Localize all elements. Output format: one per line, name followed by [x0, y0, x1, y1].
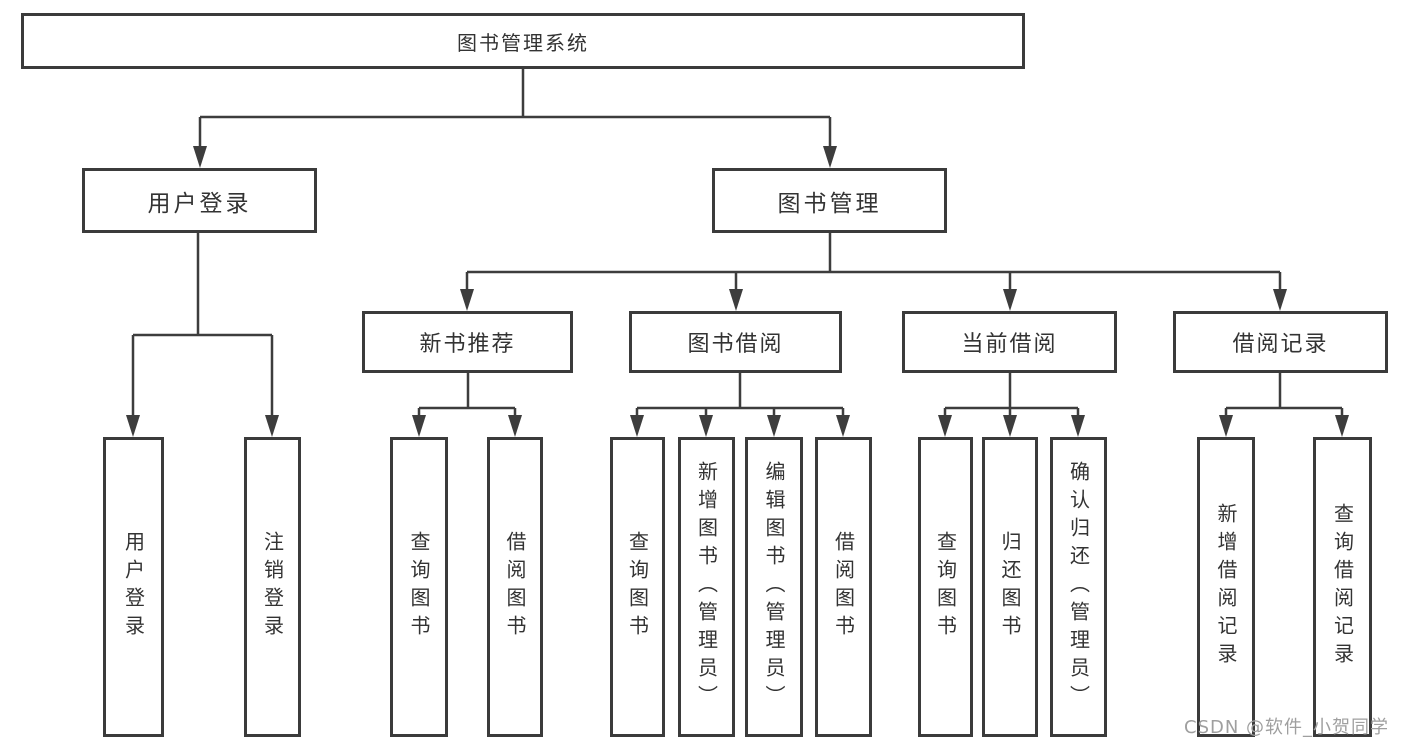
arrowhead — [938, 415, 952, 437]
arrowhead — [1003, 289, 1017, 311]
leaf-bb-query-book: 查询图书 — [610, 437, 665, 737]
arrowhead — [823, 146, 837, 168]
leaf-bb-query-book-label: 查询图书 — [625, 531, 650, 643]
arrowhead — [460, 289, 474, 311]
arrowhead — [1273, 289, 1287, 311]
arrowhead — [126, 415, 140, 437]
leaf-bb-add-book-admin: 新增图书（管理员） — [678, 437, 735, 737]
leaf-user-login: 用户登录 — [103, 437, 164, 737]
leaf-cb-confirm-return-admin-label: 确认归还（管理员） — [1066, 461, 1091, 713]
arrowhead — [630, 415, 644, 437]
leaf-bb-edit-book-admin-label: 编辑图书（管理员） — [762, 461, 786, 713]
leaf-cb-query-book: 查询图书 — [918, 437, 973, 737]
arrowhead — [265, 415, 279, 437]
leaf-nb-borrow-book-label: 借阅图书 — [503, 531, 527, 643]
arrowhead — [729, 289, 743, 311]
node-root-label: 图书管理系统 — [457, 30, 589, 55]
connector-new-book-to-leaves — [417, 373, 517, 416]
connector-current-borrow-to-leaves — [943, 373, 1080, 416]
leaf-nb-query-book: 查询图书 — [390, 437, 448, 737]
node-current-borrow: 当前借阅 — [902, 311, 1117, 373]
arrowhead — [767, 415, 781, 437]
leaf-logout-label: 注销登录 — [260, 531, 285, 643]
leaf-bb-borrow-book: 借阅图书 — [815, 437, 872, 737]
leaf-br-query-record-label: 查询借阅记录 — [1330, 503, 1355, 671]
node-root: 图书管理系统 — [21, 13, 1025, 69]
arrowhead — [193, 146, 207, 168]
node-user-login: 用户登录 — [82, 168, 317, 233]
leaf-user-login-label: 用户登录 — [121, 531, 146, 643]
node-new-book-recommend: 新书推荐 — [362, 311, 573, 373]
arrowhead — [699, 415, 713, 437]
connector-book-management-to-level3 — [465, 233, 1282, 290]
node-book-borrow-label: 图书借阅 — [687, 332, 784, 357]
arrowhead — [1219, 415, 1233, 437]
connector-user-login-to-leaves — [131, 233, 274, 416]
node-book-management-label: 图书管理 — [777, 190, 882, 217]
arrowhead — [412, 415, 426, 437]
arrowhead — [1071, 415, 1085, 437]
leaf-nb-query-book-label: 查询图书 — [407, 531, 431, 643]
leaf-br-add-record-label: 新增借阅记录 — [1214, 503, 1238, 671]
connector-root-to-level2 — [198, 69, 832, 147]
leaf-bb-add-book-admin-label: 新增图书（管理员） — [694, 461, 719, 713]
leaf-br-query-record: 查询借阅记录 — [1313, 437, 1372, 737]
node-borrow-records: 借阅记录 — [1173, 311, 1388, 373]
node-book-management: 图书管理 — [712, 168, 947, 233]
leaf-br-add-record: 新增借阅记录 — [1197, 437, 1255, 737]
connector-book-borrow-to-leaves — [635, 373, 845, 416]
node-book-borrow: 图书借阅 — [629, 311, 842, 373]
node-current-borrow-label: 当前借阅 — [961, 332, 1058, 357]
arrowhead — [1335, 415, 1349, 437]
arrowhead — [1003, 415, 1017, 437]
node-borrow-records-label: 借阅记录 — [1232, 332, 1329, 357]
node-new-book-recommend-label: 新书推荐 — [419, 332, 516, 357]
node-user-login-label: 用户登录 — [147, 190, 252, 217]
leaf-nb-borrow-book: 借阅图书 — [487, 437, 543, 737]
leaf-logout: 注销登录 — [244, 437, 301, 737]
leaf-cb-confirm-return-admin: 确认归还（管理员） — [1050, 437, 1107, 737]
leaf-bb-edit-book-admin: 编辑图书（管理员） — [745, 437, 803, 737]
arrowhead — [836, 415, 850, 437]
connector-borrow-records-to-leaves — [1224, 373, 1344, 416]
leaf-cb-return-book: 归还图书 — [982, 437, 1038, 737]
leaf-bb-borrow-book-label: 借阅图书 — [831, 531, 856, 643]
leaf-cb-query-book-label: 查询图书 — [933, 531, 958, 643]
leaf-cb-return-book-label: 归还图书 — [998, 531, 1022, 643]
arrowhead — [508, 415, 522, 437]
arrowheads — [126, 146, 1349, 437]
csdn-watermark: CSDN @软件_小贺同学 — [1184, 717, 1390, 738]
